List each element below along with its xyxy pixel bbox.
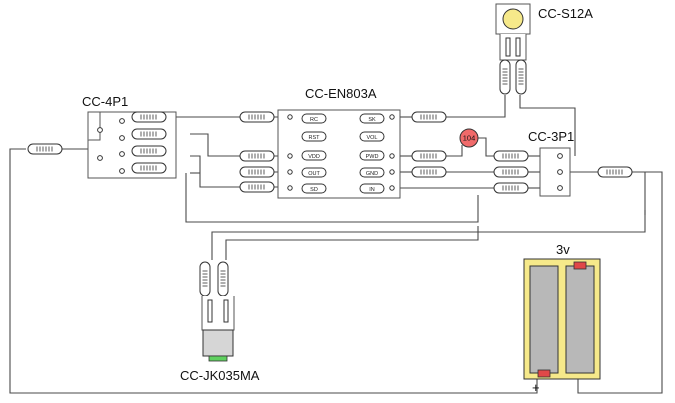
battery-label: 3v xyxy=(556,242,570,257)
button-cc-s12a: CC-S12A xyxy=(495,3,593,95)
button-label: CC-S12A xyxy=(538,6,593,21)
jack-label: CC-JK035MA xyxy=(180,368,260,383)
pin-label: RST xyxy=(309,135,321,141)
pin-label: VDD xyxy=(308,154,320,160)
module-right-pins: SK VOL PWD GND IN xyxy=(359,113,385,194)
connector-4p-label: CC-4P1 xyxy=(82,94,128,109)
connector-3p-label: CC-3P1 xyxy=(528,129,574,144)
pin-label: SK xyxy=(368,117,376,123)
module-cc-en803a: CC-EN803A RC RST VDD OUT SD SK VOL PWD G… xyxy=(239,86,447,199)
jack-cc-jk035ma: CC-JK035MA xyxy=(180,261,260,383)
capacitor-104: 104 xyxy=(459,128,479,148)
battery-terminal-right xyxy=(573,261,587,270)
button-cap xyxy=(502,8,524,30)
pin-label: IN xyxy=(369,187,375,193)
capacitor-label: 104 xyxy=(463,134,476,143)
capacitor-body xyxy=(459,128,479,148)
jack-tip xyxy=(208,355,228,362)
pin-label: VOL xyxy=(366,135,377,141)
pin-label: OUT xyxy=(308,171,320,177)
module-left-pins: RC RST VDD OUT SD xyxy=(301,113,327,194)
wires xyxy=(9,95,663,394)
module-label: CC-EN803A xyxy=(305,86,377,101)
battery-terminal-left xyxy=(537,369,551,378)
battery-3v: 3v + xyxy=(523,242,601,395)
pin-label: RC xyxy=(310,117,318,123)
battery-cell-left xyxy=(529,265,559,374)
connector-cc-3p1: CC-3P1 xyxy=(493,129,633,197)
connector-cc-4p1: CC-4P1 xyxy=(27,94,177,179)
battery-cell-right xyxy=(565,265,595,374)
pin-label: SD xyxy=(310,187,318,193)
pin-label: PWD xyxy=(366,154,379,160)
battery-plus-label: + xyxy=(532,380,540,395)
pin-label: GND xyxy=(366,171,378,177)
